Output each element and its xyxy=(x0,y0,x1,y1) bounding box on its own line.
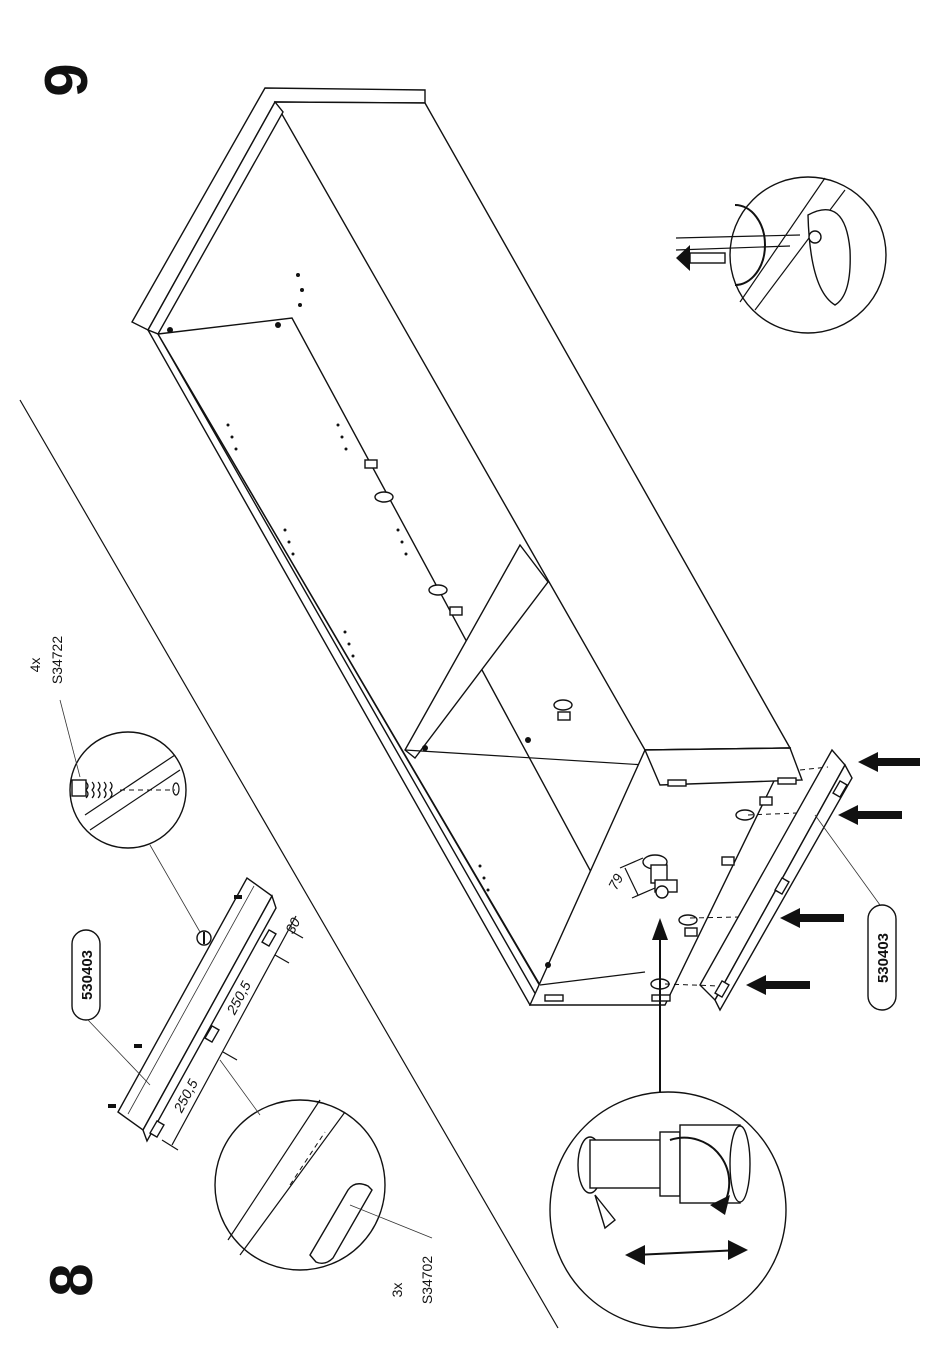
hardware-code-top: S34722 xyxy=(49,636,65,684)
hardware-label-bottom: 3x S34702 xyxy=(389,1256,435,1304)
detail-circle-connector xyxy=(215,1060,432,1270)
detail-circle-leg xyxy=(550,1092,786,1328)
step-number-9: 9 xyxy=(33,63,100,96)
hardware-qty-top: 4x xyxy=(27,658,43,673)
dimension-3: 30 xyxy=(282,915,304,936)
part-number-bubble-step8: 530403 xyxy=(72,930,150,1085)
detail-circle-cam-bolt xyxy=(60,700,200,932)
part-number-label-step8: 530403 xyxy=(79,950,96,1000)
hardware-label-top: 4x S34722 xyxy=(27,636,65,684)
detail-circle-rotation xyxy=(676,177,886,333)
step-9-group: 9 xyxy=(33,63,920,1328)
step-8-group: 8 530403 xyxy=(27,636,435,1304)
hardware-qty-bottom: 3x xyxy=(389,1283,405,1298)
part-number-bubble-step9: 530403 xyxy=(815,815,896,1010)
step-number-8: 8 xyxy=(38,1263,105,1296)
cabinet-carcass xyxy=(132,88,802,1005)
part-number-label-step9: 530403 xyxy=(875,933,892,983)
hardware-code-bottom: S34702 xyxy=(419,1256,435,1304)
